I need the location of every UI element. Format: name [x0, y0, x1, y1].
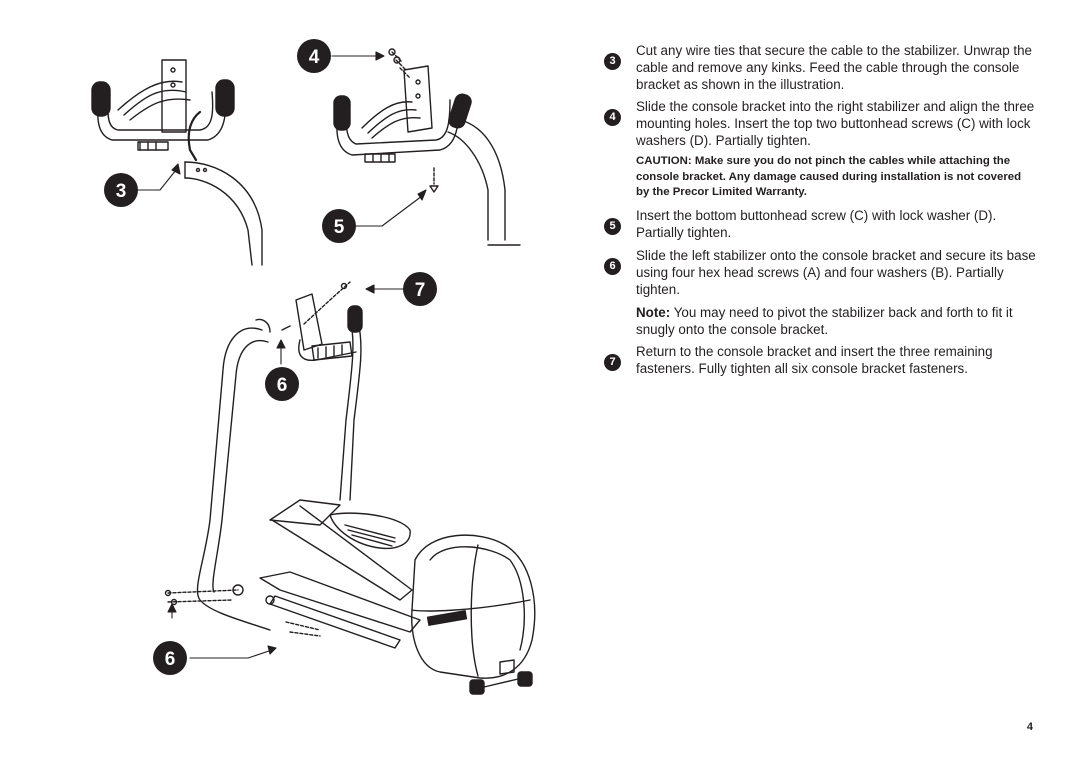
- step-number: 3: [604, 53, 621, 70]
- assembly-illustration: 4 3 5 7 6 6: [91, 39, 536, 695]
- page-number: 4: [1026, 721, 1033, 733]
- handlebar-detail-step3: [91, 59, 263, 266]
- step-5: 5 Insert the bottom buttonhead screw (C)…: [604, 207, 1036, 241]
- callout-7-label: 7: [415, 280, 426, 301]
- elliptical-machine: [164, 281, 536, 695]
- step-text: Slide the left stabilizer onto the conso…: [636, 248, 1036, 297]
- step-text: Slide the console bracket into the right…: [636, 99, 1035, 148]
- step-text: Cut any wire ties that secure the cable …: [636, 43, 1032, 92]
- callout-5: [322, 209, 356, 243]
- step-6: 6 Slide the left stabilizer onto the con…: [604, 247, 1036, 298]
- handlebar-detail-step4: [333, 48, 521, 246]
- step-number: 7: [604, 354, 621, 371]
- step-3: 3 Cut any wire ties that secure the cabl…: [604, 42, 1036, 93]
- note: Note: You may need to pivot the stabiliz…: [636, 304, 1036, 338]
- callout-3-label: 3: [116, 181, 127, 202]
- step-number: 5: [604, 218, 621, 235]
- step-text: Insert the bottom buttonhead screw (C) w…: [636, 208, 997, 240]
- callout-5-label: 5: [334, 217, 345, 238]
- callout-arrows: [137, 51, 427, 659]
- callout-circles: [104, 39, 437, 675]
- caution-note: CAUTION: Make sure you do not pinch the …: [636, 155, 1022, 198]
- note-text: You may need to pivot the stabilizer bac…: [636, 305, 1013, 337]
- callout-6-upper: [265, 367, 299, 401]
- callout-6-lower: [153, 641, 187, 675]
- callout-6-lower-label: 6: [165, 649, 176, 670]
- callout-4: [297, 39, 331, 73]
- note-label: Note:: [636, 305, 671, 320]
- callout-4-label: 4: [309, 47, 320, 68]
- step-7: 7 Return to the console bracket and inse…: [604, 343, 1036, 377]
- step-text: Return to the console bracket and insert…: [636, 344, 993, 376]
- callout-3: [104, 173, 138, 207]
- callout-6-upper-label: 6: [277, 375, 288, 396]
- callout-7: [403, 272, 437, 306]
- step-number: 6: [604, 258, 621, 275]
- step-4: 4 Slide the console bracket into the rig…: [604, 98, 1036, 149]
- step-number: 4: [604, 109, 621, 126]
